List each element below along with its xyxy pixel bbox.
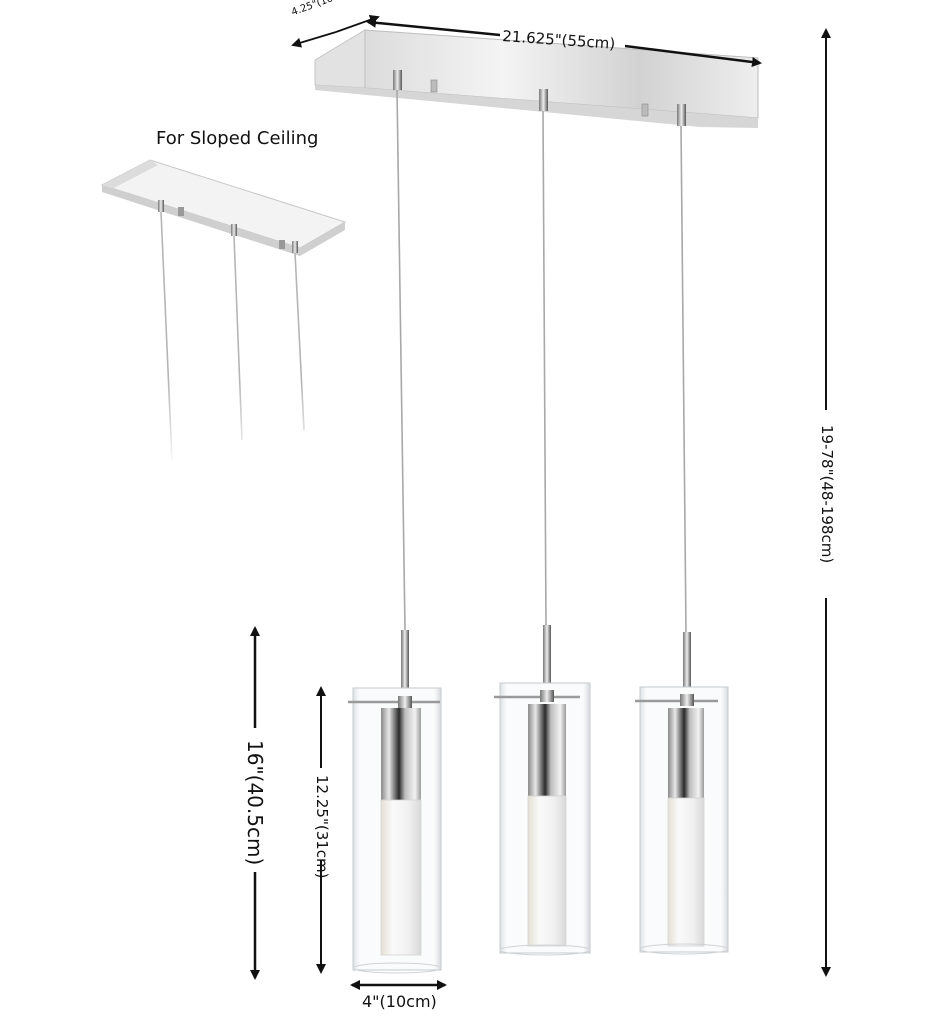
sloped-ceiling-canopy (100, 159, 347, 470)
pendant-right (635, 632, 729, 955)
overall-height-label: 19-78"(48-198cm) (818, 425, 836, 564)
shade-width-label: 4"(10cm) (362, 992, 437, 1011)
canopy (314, 29, 759, 128)
suspension-cords (396, 89, 687, 633)
shade-height-label: 12.25"(31cm) (313, 775, 331, 879)
pendant-center (494, 625, 591, 956)
fixture-height-label: 16"(40.5cm) (243, 740, 267, 866)
canopy-length-arrow (366, 17, 501, 37)
pendant-left (348, 630, 442, 974)
sloped-ceiling-label: For Sloped Ceiling (156, 128, 319, 149)
canopy-depth-arrow (291, 31, 337, 48)
